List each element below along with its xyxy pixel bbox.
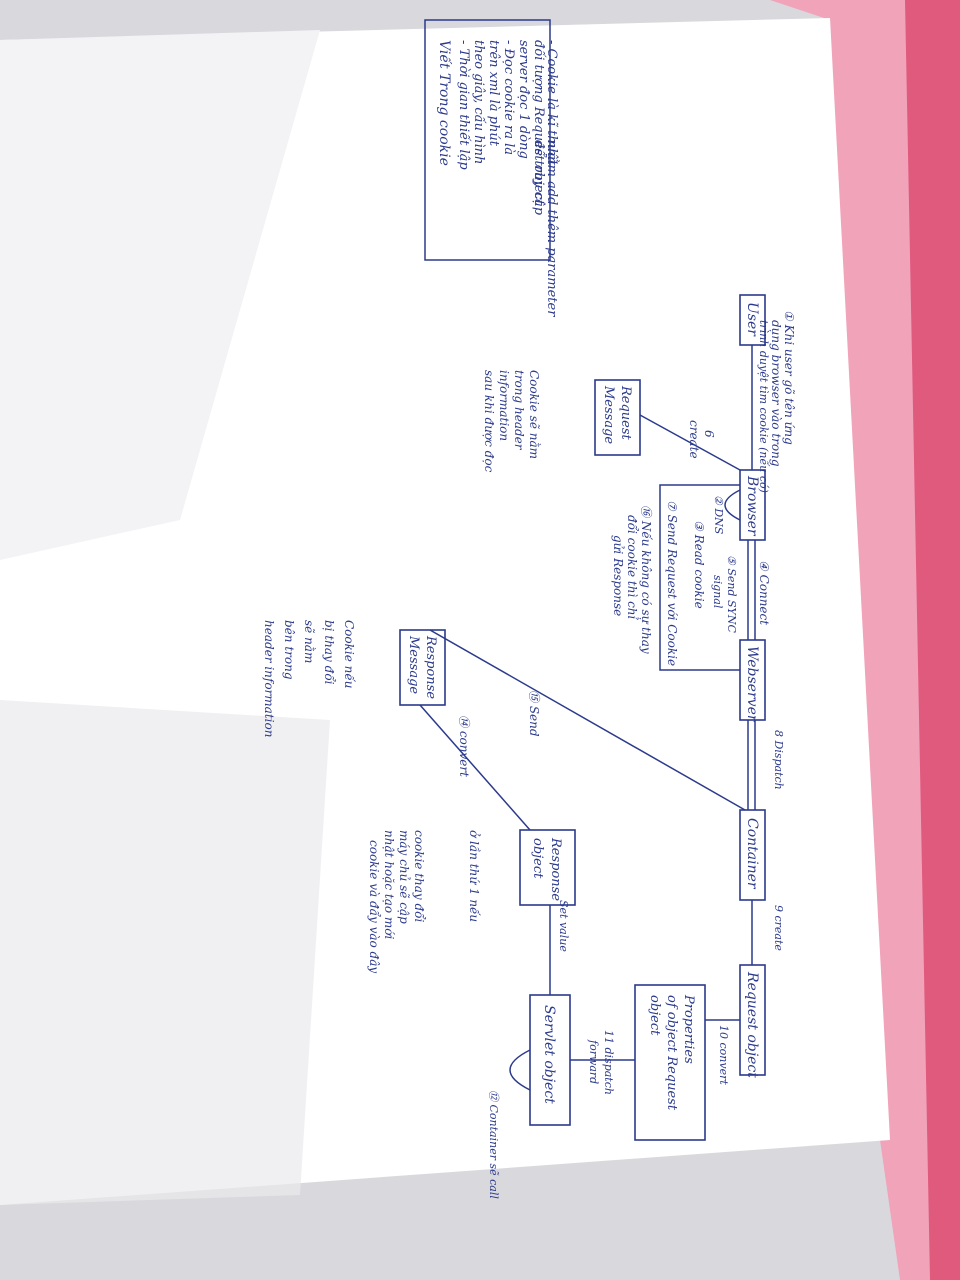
- step6-label: 6: [702, 430, 716, 438]
- paper-shadow: [0, 700, 330, 1205]
- step16-label: đổi cookie thì chỉ: [625, 515, 640, 621]
- first-time-note: máy chủ sẽ cập: [397, 830, 411, 924]
- diagram-content: Viết Trong cookie - Thời gian thiết lập …: [262, 19, 796, 1199]
- first-time-note: ở lần thứ 1 nếu: [467, 830, 482, 922]
- notes-line: để truy cập: [531, 140, 547, 216]
- notes-panel: Viết Trong cookie - Thời gian thiết lập …: [424, 19, 560, 317]
- step5-label: ⑤ Send SYNC: [725, 555, 738, 633]
- create-request-message-arrow: [639, 414, 741, 471]
- notes-line: trên xml là phút: [486, 40, 501, 147]
- step10-label: 10 convert: [717, 1025, 730, 1085]
- folder-edge: [905, 0, 960, 1280]
- dns-loop: [724, 489, 741, 521]
- changed-note: bên trong: [282, 620, 296, 680]
- step11-label: 11 dispatch: [602, 1030, 615, 1095]
- step3-label: ③ Read cookie: [692, 520, 706, 609]
- webserver-box: [739, 639, 766, 721]
- notes-border: [424, 19, 551, 261]
- response-message-box: [399, 629, 446, 706]
- properties-box: [634, 984, 706, 1141]
- request-message-label: Message: [601, 385, 616, 444]
- step12-label: ⑫ Container sẽ call: [487, 1090, 500, 1199]
- header-note: Cookie sẽ nằm: [527, 370, 542, 459]
- paper-glare: [0, 30, 320, 560]
- user-label: User: [744, 302, 760, 337]
- response-object-box: [519, 829, 576, 906]
- step7-label: ⑦ Send Request với Cookie: [665, 500, 679, 666]
- notes-title: Viết Trong cookie: [436, 40, 453, 166]
- send-response-arrow: [429, 629, 746, 811]
- notes-line: nhằm add thêm parameter: [544, 140, 560, 317]
- step2-label: ② DNS: [712, 495, 725, 535]
- header-note: sau khi được đọc: [482, 370, 496, 473]
- notes-line: server đọc 1 dòng: [516, 40, 531, 159]
- first-time-note: cookie và đẩy vào đây: [367, 840, 382, 973]
- webserver-label: Webserver: [744, 646, 760, 723]
- notes-line: - Cookie là kĩ thuật: [544, 40, 559, 166]
- step4-label: ④ Connect: [757, 560, 771, 625]
- request-object-label: Request object: [744, 971, 760, 1078]
- connectors: [419, 345, 756, 1091]
- set-value-label: Set value: [557, 900, 570, 952]
- properties-label: Properties: [681, 994, 696, 1064]
- notes-line: - Đọc cookie ra là: [501, 40, 516, 155]
- step1-label: trình duyệt tìm cookie (nếu có): [757, 320, 770, 493]
- response-message-label: Response: [423, 635, 438, 699]
- servlet-call-loop: [509, 1049, 531, 1091]
- properties-label: of object Request: [664, 995, 679, 1111]
- send-request-cookie-loop: [659, 484, 740, 671]
- step8-label: 8 Dispatch: [772, 730, 785, 790]
- step11-label: forward: [587, 1039, 600, 1084]
- step16-label: ⑯ Nếu không có sự thay: [639, 505, 654, 654]
- response-object-label: Response: [548, 837, 563, 901]
- request-message-label: Request: [618, 385, 633, 441]
- changed-note: header information: [262, 620, 276, 737]
- notes-line: theo giây, cấu hình: [471, 40, 487, 164]
- changed-note: bị thay đổi: [322, 620, 337, 685]
- changed-note: Cookie nếu: [342, 620, 357, 689]
- step15-label: ⑮ Send: [527, 690, 541, 737]
- servlet-object-label: Servlet object: [541, 1005, 557, 1104]
- header-note: information: [497, 370, 511, 441]
- step1-label: dụng browser vào trong: [769, 320, 783, 467]
- step6-label: create: [687, 420, 701, 459]
- notes-line: - Thời gian thiết lập: [456, 40, 472, 170]
- step1-label: ① Khi user gõ tên ứng: [782, 310, 796, 445]
- first-time-note: cookie thay đổi: [412, 830, 427, 923]
- header-note: trong header: [512, 370, 526, 451]
- response-message-label: Message: [406, 635, 421, 694]
- changed-note: sẽ nằm: [302, 620, 317, 663]
- container-label: Container: [744, 818, 760, 890]
- convert-response-arrow: [419, 704, 531, 831]
- notes-line: đối tượng Request object: [531, 40, 547, 206]
- step9-label: 9 create: [772, 905, 785, 951]
- first-time-note: nhật hoặc tạo mới: [382, 830, 396, 940]
- step16-label: gửi Response: [611, 535, 625, 616]
- properties-label: object: [647, 995, 662, 1036]
- request-message-box: [594, 379, 641, 456]
- step14-label: ⑭ convert: [457, 715, 471, 777]
- step5-label: signal: [711, 575, 724, 609]
- browser-label: Browser: [744, 475, 760, 537]
- response-object-label: object: [530, 838, 545, 879]
